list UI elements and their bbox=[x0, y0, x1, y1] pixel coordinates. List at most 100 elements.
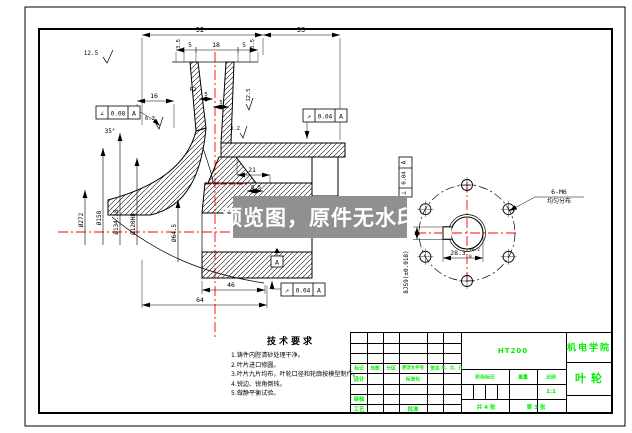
dim-3p5-left: 3.5 bbox=[176, 39, 182, 49]
tb-col-date: 年、月、日 bbox=[441, 365, 463, 370]
tb-material: HT200 bbox=[497, 347, 529, 355]
dim-5c: 5 bbox=[204, 92, 207, 98]
dim-28p3-tol-lower: 0 bbox=[469, 254, 472, 260]
fcf-cv-datum: A bbox=[401, 160, 408, 164]
dim-8p5: 8.5 bbox=[251, 185, 261, 191]
grid-line bbox=[351, 373, 461, 374]
grid-line bbox=[351, 384, 461, 385]
grid-line bbox=[566, 395, 613, 396]
tb-col-docno: 更改文件号 bbox=[402, 366, 424, 371]
technical-requirements: 技术要求 1.铸件内腔清砂处理干净。 2.叶片进口修圆。 3.叶片九片均布，叶轮… bbox=[231, 334, 359, 399]
tech-req-line: 4.锐边、锐角倒钝。 bbox=[231, 380, 286, 388]
dim-dia272: Ø272 bbox=[78, 212, 85, 227]
dim-dia120: Ø120H8 bbox=[130, 213, 137, 235]
datum-a-flag: A bbox=[270, 248, 284, 268]
tech-req-line: 2.叶片进口修圆。 bbox=[231, 361, 280, 369]
dim-52: 52 bbox=[196, 26, 204, 34]
grid-line bbox=[351, 394, 461, 395]
main-section-view: 52 33 3.5 5 18 5 3.5 16 5 5 R2 12.5 12.5… bbox=[58, 26, 348, 338]
dim-dia64p5: Ø64.5 bbox=[171, 224, 178, 242]
watermark-banner: 预览图，原件无水印 bbox=[221, 196, 418, 238]
dim-16: 16 bbox=[150, 92, 158, 100]
grid-line bbox=[351, 363, 461, 364]
dim-28p3: 28.3 bbox=[450, 249, 466, 257]
tb-part-name: 叶轮 bbox=[575, 372, 607, 385]
tech-req-title: 技术要求 bbox=[266, 337, 315, 347]
dim-33: 33 bbox=[297, 26, 305, 34]
dim-46: 46 bbox=[227, 281, 235, 289]
tech-req-line: 1.铸件内腔清砂处理干净。 bbox=[231, 352, 304, 359]
circular-end-view: 6-M6 均匀分布 8JS9(±0.018) 28.3 +0.2 0 ⊥ 0.0… bbox=[398, 156, 584, 294]
grid-line bbox=[351, 343, 461, 344]
tb-col-zone: 分区 bbox=[386, 366, 396, 372]
tb-approve: 批准 bbox=[407, 407, 419, 413]
grid-line bbox=[566, 333, 567, 414]
tb-sheet-number: 第 3 张 bbox=[526, 404, 546, 411]
dim-21: 21 bbox=[248, 166, 256, 174]
grid-line bbox=[461, 399, 566, 400]
roughness-6p3: 6.3 bbox=[145, 116, 155, 122]
angle-35: 35° bbox=[105, 128, 116, 135]
tb-scale-value: 1:1 bbox=[546, 388, 556, 395]
tb-design: 设计 bbox=[353, 376, 365, 383]
fcf2-tolerance: 0.04 bbox=[318, 114, 333, 121]
grid-line bbox=[473, 384, 474, 399]
tb-stage: 阶段标记 bbox=[475, 375, 495, 380]
fcf2-datum: A bbox=[339, 113, 343, 121]
feature-control-frame-2: ↗ 0.04 A bbox=[302, 108, 348, 139]
grid-line bbox=[497, 384, 498, 399]
tech-req-line: 5.做静平衡试验。 bbox=[231, 390, 280, 398]
fcf3-datum: A bbox=[317, 287, 321, 295]
tb-sheets-total: 共 4 张 bbox=[476, 404, 496, 411]
dim-dia158: Ø158 bbox=[96, 210, 103, 225]
fcf-cv-tolerance: 0.04 bbox=[402, 171, 408, 185]
tb-weight: 重量 bbox=[518, 375, 528, 380]
note-6m6: 6-M6 bbox=[551, 188, 567, 196]
tb-scale: 比例 bbox=[546, 375, 556, 380]
dim-keyway-width: 8JS9(±0.018) bbox=[403, 250, 410, 293]
grid-line bbox=[461, 369, 566, 370]
feature-control-frame-3: ↗ 0.04 A bbox=[269, 281, 326, 297]
grid-line bbox=[351, 353, 461, 354]
tb-organization: 机电学院 bbox=[566, 343, 612, 354]
roughness-12p5-blade: 12.5 bbox=[246, 88, 252, 101]
fcf2-symbol: ↗ bbox=[307, 113, 311, 121]
roughness-12p5-top: 12.5 bbox=[84, 50, 99, 57]
fcf1-symbol: ∠ bbox=[100, 110, 104, 118]
dim-5-left: 5 bbox=[188, 42, 192, 49]
dim-5-right: 5 bbox=[242, 42, 246, 49]
roughness-3p2: 3.2 bbox=[230, 126, 240, 132]
grid-line bbox=[461, 384, 566, 385]
dim-dia134: Ø134.18 bbox=[113, 209, 120, 235]
note-evenly-spaced: 均匀分布 bbox=[547, 197, 571, 205]
grid-line bbox=[509, 369, 510, 414]
tech-req-line: 3.叶片九片均布，叶轮口径和轮廓按模型制作。 bbox=[231, 371, 359, 379]
datum-a-label: A bbox=[275, 259, 279, 267]
title-block: 标记 处数 分区 更改文件号 签名 年、月、日 设计 标准化 审核 工艺 批准 … bbox=[350, 332, 613, 414]
tb-col-count: 处数 bbox=[370, 366, 380, 372]
dim-28p3-tol-upper: +0.2 bbox=[469, 247, 480, 253]
tb-col-sign: 签名 bbox=[430, 366, 440, 372]
fcf-cv-symbol: ⊥ bbox=[401, 191, 408, 195]
grid-line bbox=[537, 369, 538, 414]
sheet-frame bbox=[24, 6, 626, 427]
tb-check: 审核 bbox=[353, 397, 365, 403]
fcf1-tolerance: 0.08 bbox=[111, 111, 126, 118]
grid-line bbox=[461, 333, 462, 414]
grid-line bbox=[485, 384, 486, 399]
grid-line bbox=[351, 404, 461, 405]
fcf1-datum: A bbox=[132, 110, 136, 118]
dim-18: 18 bbox=[212, 41, 220, 49]
dim-5d: 5 bbox=[219, 100, 222, 106]
fcf3-tolerance: 0.04 bbox=[296, 288, 311, 295]
tb-standardize: 标准化 bbox=[405, 377, 421, 382]
dim-r2: R2 bbox=[190, 87, 197, 93]
tb-col-mark: 标记 bbox=[354, 366, 364, 372]
dim-64: 64 bbox=[196, 296, 204, 304]
grid-line bbox=[566, 362, 613, 363]
tb-process: 工艺 bbox=[353, 407, 365, 413]
fcf3-symbol: ↗ bbox=[285, 287, 289, 295]
dim-3p5-right: 3.5 bbox=[250, 39, 256, 49]
feature-control-frame-1: ∠ 0.08 A bbox=[95, 105, 161, 127]
